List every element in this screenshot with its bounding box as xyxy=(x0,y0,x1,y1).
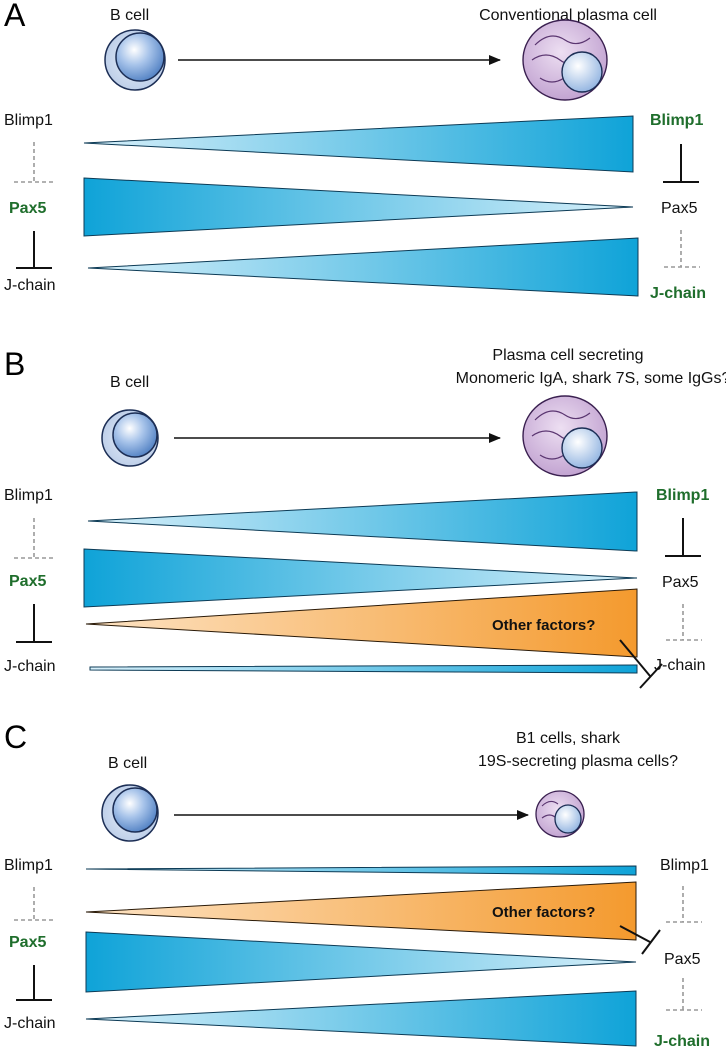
dashed-inhibition-right xyxy=(666,886,702,923)
left-blimp1-label: Blimp1 xyxy=(4,857,53,874)
target-cell-label-line1: B1 cells, shark xyxy=(516,730,621,747)
panel-letter: C xyxy=(4,719,27,755)
inhibition-symbol-left xyxy=(16,231,52,269)
blimp1-wedge xyxy=(87,491,638,552)
target-cell-label-line2: Monomeric IgA, shark 7S, some IgGs? xyxy=(456,370,726,387)
left-jchain-label: J-chain xyxy=(4,658,56,675)
right-blimp1-label: Blimp1 xyxy=(660,857,709,874)
right-jchain-label: J-chain xyxy=(654,657,706,674)
inhibition-symbol-left xyxy=(16,604,52,643)
left-blimp1-label: Blimp1 xyxy=(4,487,53,504)
jchain-wedge xyxy=(89,664,638,674)
blimp1-wedge xyxy=(83,115,634,173)
right-blimp1-label: Blimp1 xyxy=(650,112,703,129)
right-jchain-label: J-chain xyxy=(654,1033,710,1050)
jchain-wedge xyxy=(87,237,639,297)
right-jchain-label: J-chain xyxy=(650,285,706,302)
right-pax5-label: Pax5 xyxy=(662,574,699,591)
target-cell-label-line1: Plasma cell secreting xyxy=(492,347,643,364)
right-pax5-label: Pax5 xyxy=(664,951,701,968)
panel-c: C B cell B1 cells, shark 19S-secreting p… xyxy=(4,719,710,1050)
left-jchain-label: J-chain xyxy=(4,1015,56,1032)
pax5-wedge xyxy=(83,548,638,608)
jchain-wedge xyxy=(85,990,637,1047)
inhibition-symbol-left xyxy=(16,965,52,1001)
pax5-wedge xyxy=(83,177,634,237)
panel-letter: B xyxy=(4,346,25,382)
other-factors-inhibition xyxy=(619,639,663,689)
b-cell-label: B cell xyxy=(110,7,149,24)
target-cell-label-line2: 19S-secreting plasma cells? xyxy=(478,753,678,770)
left-pax5-label: Pax5 xyxy=(9,200,46,217)
left-jchain-label: J-chain xyxy=(4,277,56,294)
dashed-inhibition-right xyxy=(664,230,700,268)
b-cell-label: B cell xyxy=(110,374,149,391)
target-cell-label: Conventional plasma cell xyxy=(479,7,657,24)
b-cell-label: B cell xyxy=(108,755,147,772)
dashed-inhibition-right xyxy=(666,604,702,641)
dashed-inhibition-left xyxy=(14,887,54,921)
other-factors-wedge xyxy=(85,881,637,941)
plasma-cell-icon xyxy=(535,790,585,838)
other-factors-label: Other factors? xyxy=(492,617,595,634)
right-pax5-label: Pax5 xyxy=(661,200,698,217)
other-factors-wedge xyxy=(85,588,638,658)
inhibition-symbol-right xyxy=(663,144,699,183)
plasma-cell-icon xyxy=(522,395,608,477)
dashed-inhibition-right-lower xyxy=(666,978,702,1011)
plasma-cell-icon xyxy=(522,19,608,101)
dashed-inhibition-left xyxy=(14,518,54,559)
dashed-inhibition-left xyxy=(14,142,54,183)
panel-a: A B cell Conventional plasma cell Blimp1… xyxy=(4,0,706,302)
b-cell-icon xyxy=(101,784,159,842)
other-factors-label: Other factors? xyxy=(492,904,595,921)
right-blimp1-label: Blimp1 xyxy=(656,487,709,504)
inhibition-symbol-right xyxy=(665,518,701,557)
b-cell-icon xyxy=(104,29,166,91)
b-cell-icon xyxy=(101,409,159,467)
blimp1-wedge xyxy=(85,865,637,876)
pax5-wedge xyxy=(85,931,637,993)
panel-letter: A xyxy=(4,0,26,33)
left-blimp1-label: Blimp1 xyxy=(4,112,53,129)
left-pax5-label: Pax5 xyxy=(9,573,46,590)
left-pax5-label: Pax5 xyxy=(9,934,46,951)
panel-b: B B cell Plasma cell secreting Monomeric… xyxy=(4,346,726,689)
other-factors-inhibition xyxy=(619,925,661,955)
